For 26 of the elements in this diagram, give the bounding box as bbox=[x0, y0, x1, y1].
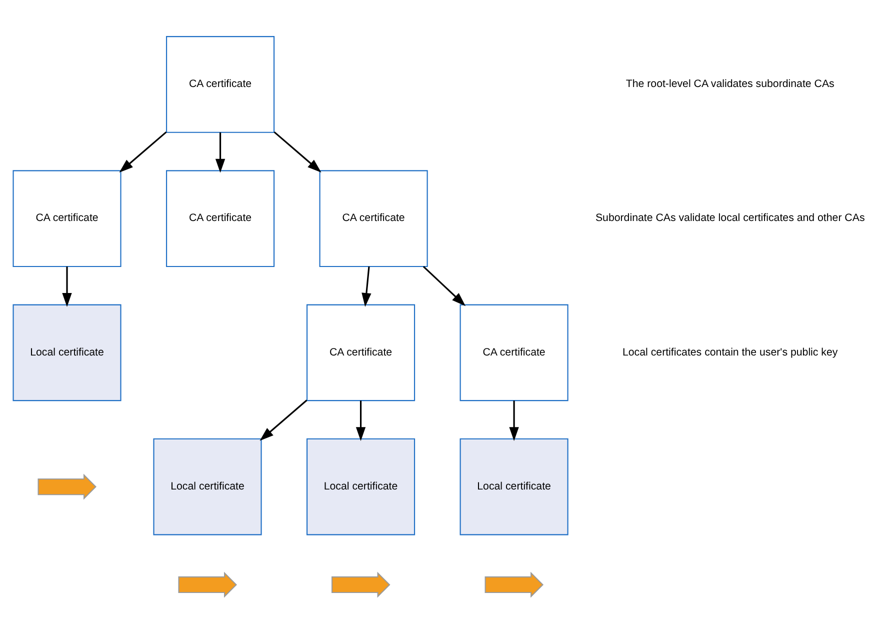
label: Subordinate CAs validate local certificates and other CAs bbox=[594, 212, 864, 224]
node-box: Local certificate bbox=[12, 304, 121, 402]
node-box: CA certificate bbox=[166, 36, 274, 133]
arrow bbox=[508, 400, 518, 441]
arrow bbox=[273, 131, 321, 173]
node-box: CA certificate bbox=[166, 170, 274, 267]
arrow bbox=[259, 400, 307, 441]
label: The root-level CA validates subordinate CAs bbox=[625, 78, 834, 90]
arrow bbox=[355, 400, 366, 441]
node-box: CA certificate bbox=[318, 170, 428, 267]
node-picture bbox=[37, 474, 96, 500]
node-box: Local certificate bbox=[459, 438, 568, 536]
node-box: Local certificate bbox=[306, 438, 415, 536]
node-box: CA certificate bbox=[306, 304, 415, 402]
node-picture bbox=[331, 572, 390, 598]
node-box: CA certificate bbox=[459, 304, 568, 402]
arrow bbox=[361, 266, 371, 307]
arrow bbox=[422, 266, 466, 306]
arrow bbox=[118, 131, 166, 173]
arrow bbox=[214, 132, 225, 173]
node-picture bbox=[484, 572, 544, 598]
node-box: CA certificate bbox=[12, 170, 121, 267]
arrow bbox=[62, 266, 72, 307]
node-box: Local certificate bbox=[152, 438, 262, 536]
node-picture bbox=[178, 572, 236, 598]
label: Local certificates contain the user's public key bbox=[622, 346, 838, 358]
